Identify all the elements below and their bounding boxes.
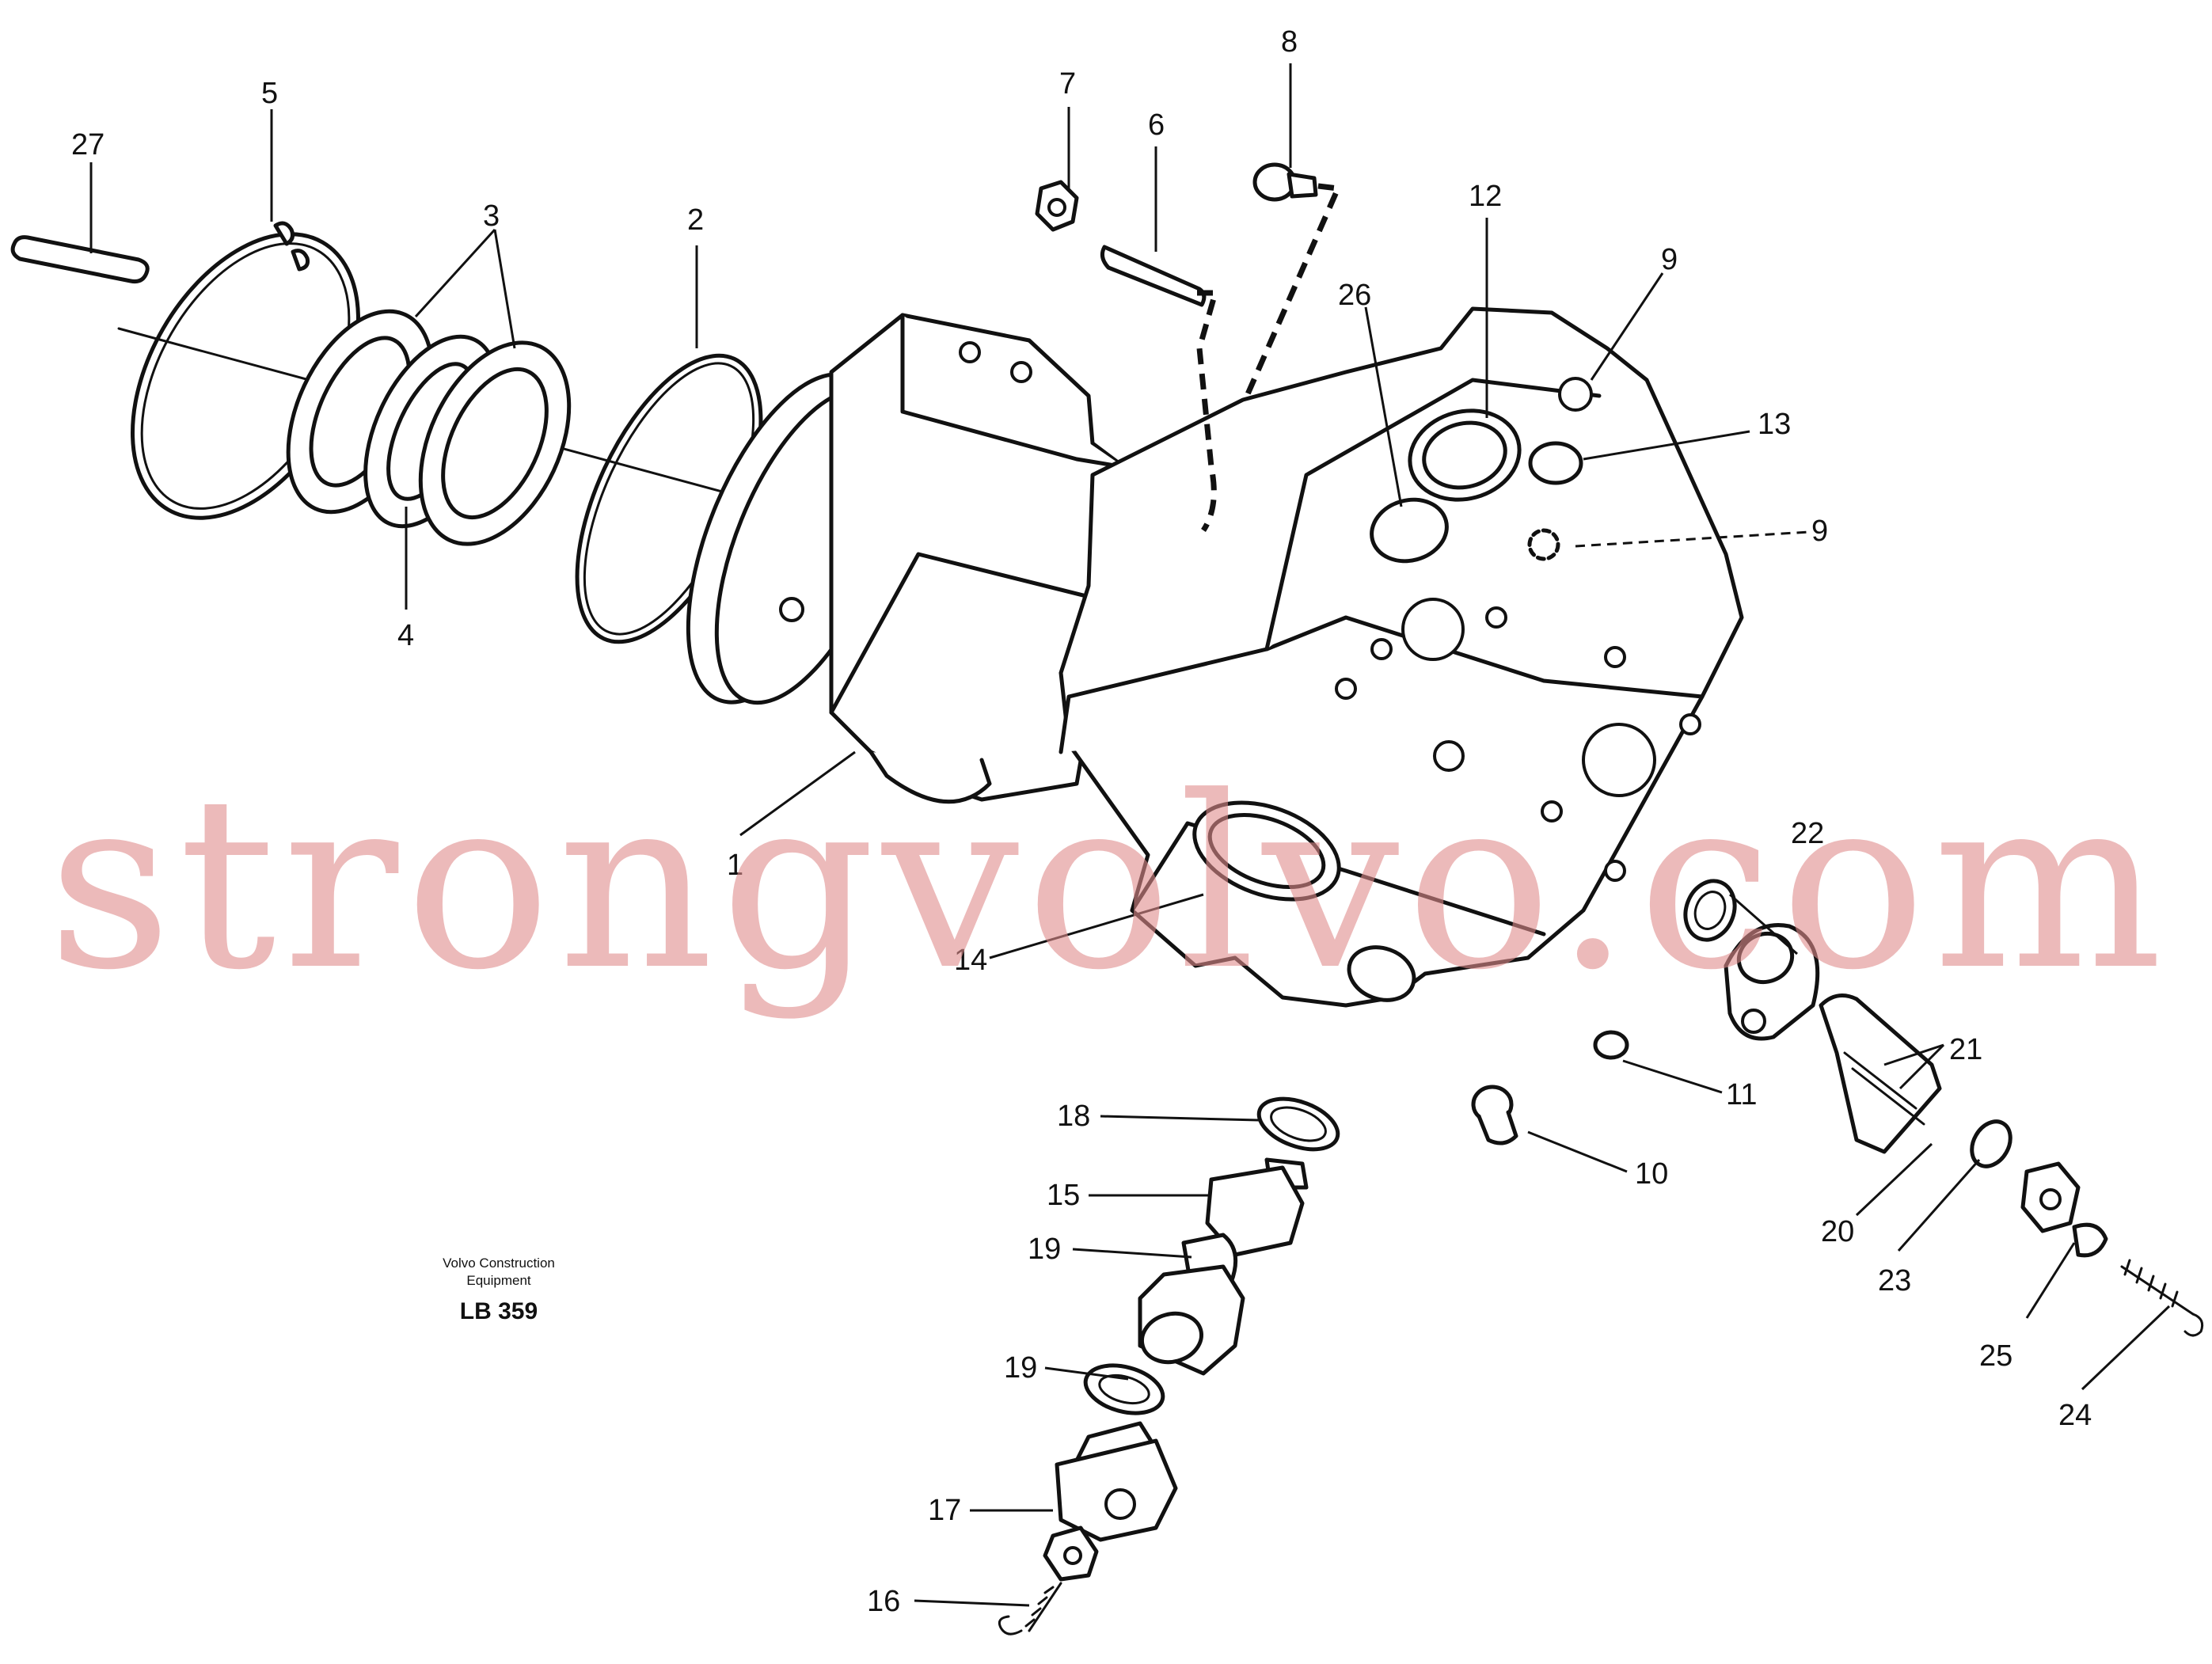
callout-labels: 27 5 3 4 2 1 7 6 8 26 12 9 13 9 14 11 10… (71, 25, 2092, 1618)
brand-caption: Volvo Construction Equipment (443, 1256, 555, 1288)
callout-25: 25 (1979, 1339, 2012, 1373)
callout-2: 2 (687, 203, 704, 237)
callout-4: 4 (397, 619, 414, 652)
valve-block (1058, 306, 1744, 1145)
callout-20: 20 (1821, 1215, 1854, 1248)
part-27-pin (10, 235, 150, 283)
callout-11: 11 (1726, 1078, 1757, 1111)
callout-18: 18 (1057, 1100, 1090, 1133)
callout-6: 6 (1148, 108, 1165, 142)
callout-5: 5 (261, 77, 278, 110)
callout-26: 26 (1338, 279, 1371, 312)
callout-15: 15 (1047, 1179, 1080, 1212)
callout-1: 1 (727, 849, 743, 882)
lower-left-valve-stack (998, 1096, 1340, 1636)
callout-7: 7 (1059, 67, 1076, 101)
callout-13: 13 (1758, 408, 1791, 441)
parts-6-7-8-screws (1035, 162, 1343, 532)
callout-22: 22 (1791, 817, 1824, 850)
callout-24: 24 (2058, 1399, 2092, 1432)
callout-10: 10 (1635, 1157, 1668, 1191)
callout-9-upper: 9 (1661, 243, 1678, 276)
callout-17: 17 (928, 1494, 961, 1527)
callout-9-lower: 9 (1811, 515, 1828, 548)
callout-21: 21 (1949, 1033, 1982, 1066)
callout-3: 3 (483, 199, 500, 233)
callout-19-lower: 19 (1004, 1351, 1037, 1385)
callout-12: 12 (1469, 180, 1502, 213)
callout-16: 16 (867, 1585, 900, 1618)
drawing-code: LB 359 (459, 1298, 538, 1324)
callout-8: 8 (1281, 25, 1298, 59)
part-1-motor-housing (686, 313, 1127, 804)
callout-14: 14 (954, 944, 987, 977)
lower-right-valve-stack (1683, 879, 2204, 1337)
callout-27: 27 (71, 128, 105, 161)
part-5-snap-ring (131, 221, 360, 520)
leader-lines (89, 63, 2171, 1607)
watermark-text: strongvolvo.com (48, 746, 2169, 1022)
callout-19-upper: 19 (1028, 1233, 1061, 1266)
callout-23: 23 (1878, 1264, 1911, 1297)
part-3-4-seals (286, 309, 572, 546)
